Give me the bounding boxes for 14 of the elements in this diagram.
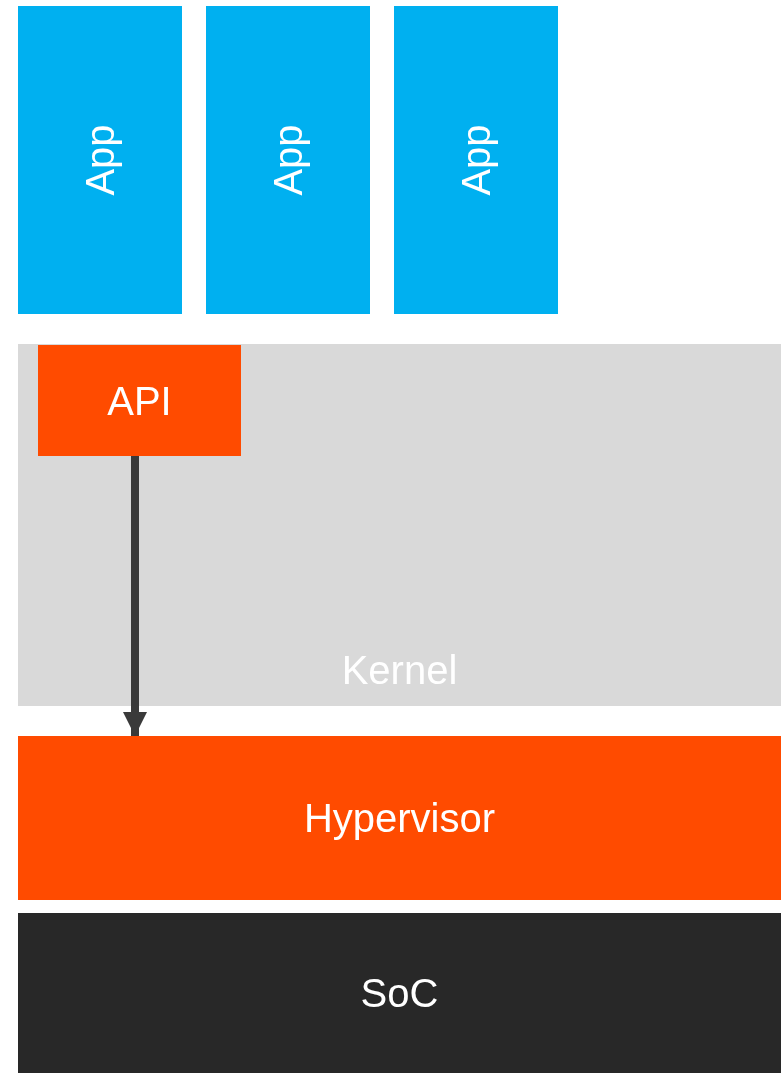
api-block [38, 345, 241, 456]
arrow [123, 456, 147, 736]
app-block [206, 6, 370, 314]
layer-label: App [456, 124, 496, 196]
layer-label: API [107, 380, 172, 421]
layer-label: Hypervisor [303, 798, 496, 838]
layer-label: SoC [360, 973, 439, 1013]
kernel-layer [18, 344, 781, 706]
app-block [394, 6, 558, 314]
layer-label: App [80, 124, 120, 196]
app-block [18, 6, 182, 314]
soc-layer [18, 913, 781, 1073]
hypervisor-layer [18, 736, 781, 900]
layer-label: App [268, 124, 308, 196]
